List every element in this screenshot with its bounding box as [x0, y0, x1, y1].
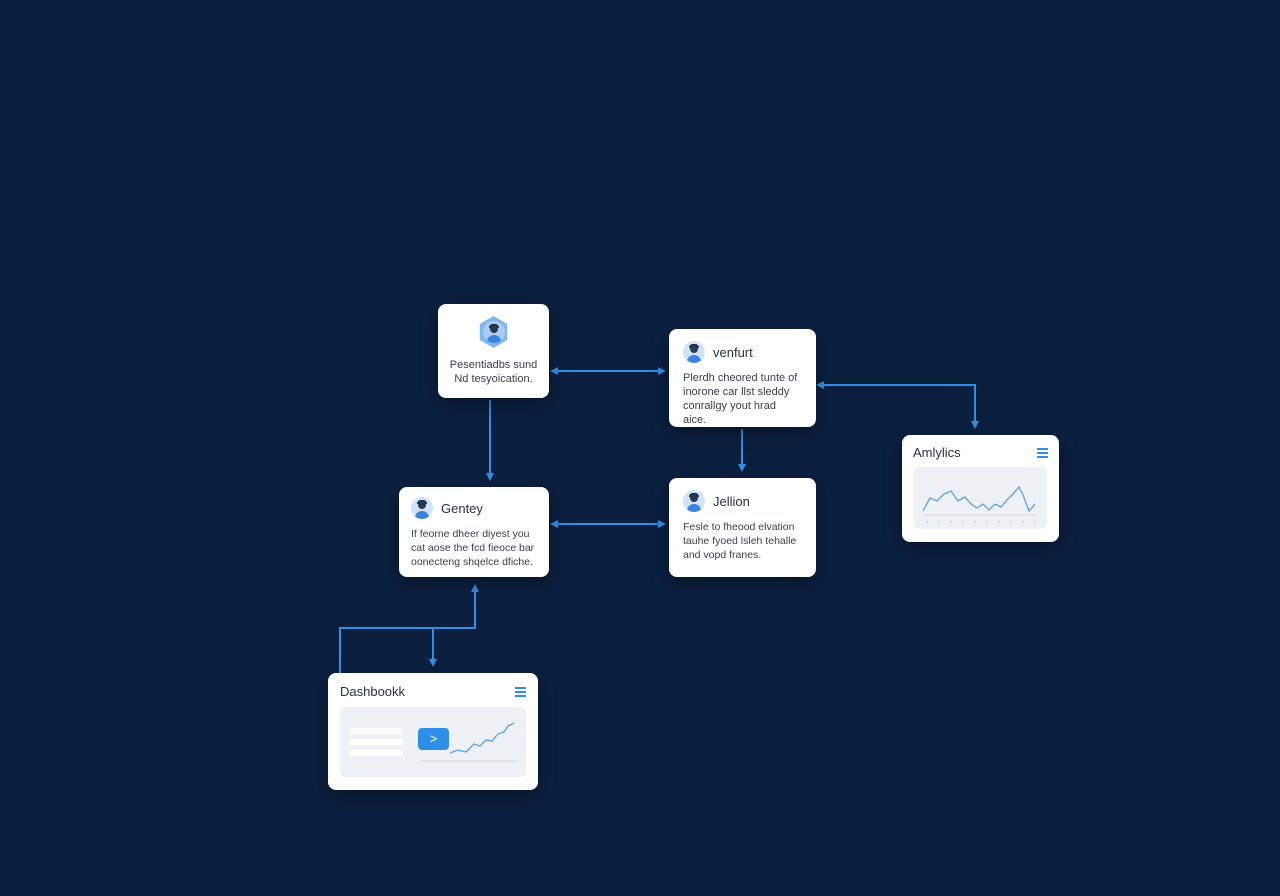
user-avatar-icon [411, 497, 433, 519]
menu-icon[interactable] [515, 687, 526, 697]
node-2-title: venfurt [713, 344, 753, 360]
user-avatar-icon [683, 490, 705, 512]
text-line: inorone car llst sleddy [683, 386, 790, 398]
text-line: oonecteng shqelce dfiche. [411, 556, 534, 568]
node-3-description: If feorne dheer diyest you cat aose the … [411, 527, 537, 569]
analytics-title: Amlylics [913, 445, 961, 460]
dashboard-panel[interactable]: Dashbookk > [328, 673, 538, 790]
menu-icon[interactable] [1037, 448, 1048, 458]
node-3-title: Gentey [441, 500, 483, 516]
analytics-panel[interactable]: Amlylics [902, 435, 1059, 542]
text-line: and vopd franes. [683, 549, 762, 561]
dashboard-preview: > [340, 707, 526, 777]
text-line: Fesle to fheood elvation [683, 521, 795, 533]
dashboard-title: Dashbookk [340, 684, 406, 699]
node-4-description: Fesle to fheood elvation tauhe fyoed lsl… [683, 520, 802, 562]
node-1-description: Pesentiadbs sund Nd tesyoication. [438, 358, 549, 386]
analytics-chart [913, 467, 1047, 529]
text-line: Nd tesyoication. [454, 373, 533, 385]
placeholder-line [349, 728, 403, 734]
text-line: If feorne dheer diyest you [411, 528, 530, 540]
placeholder-line [349, 750, 403, 756]
text-line: Plerdh cheored tunte of [683, 372, 798, 384]
node-card-3[interactable]: Gentey If feorne dheer diyest you cat ao… [399, 487, 549, 577]
dashboard-chart [422, 722, 518, 762]
text-line: conrallgy yout hrad aice. [683, 400, 776, 426]
node-card-4[interactable]: Jellion Fesle to fheood elvation tauhe f… [669, 478, 816, 577]
user-avatar-icon [479, 316, 508, 348]
placeholder-line [349, 739, 403, 745]
node-4-title: Jellion [713, 493, 750, 509]
connector-node2-analytics [816, 381, 979, 429]
node-2-description: Plerdh cheored tunte of inorone car llst… [683, 371, 802, 427]
connector-dashboard-node3 [339, 584, 479, 673]
text-line: cat aose the fcd fieoce bar [411, 542, 535, 554]
user-avatar-icon [683, 341, 705, 363]
text-line: tauhe fyoed lsleh tehalle [683, 535, 797, 547]
play-button[interactable]: > [418, 728, 449, 750]
text-line: Pesentiadbs sund [449, 359, 538, 371]
node-card-2[interactable]: venfurt Plerdh cheored tunte of inorone … [669, 329, 816, 427]
node-card-1[interactable]: Pesentiadbs sund Nd tesyoication. [438, 304, 549, 398]
